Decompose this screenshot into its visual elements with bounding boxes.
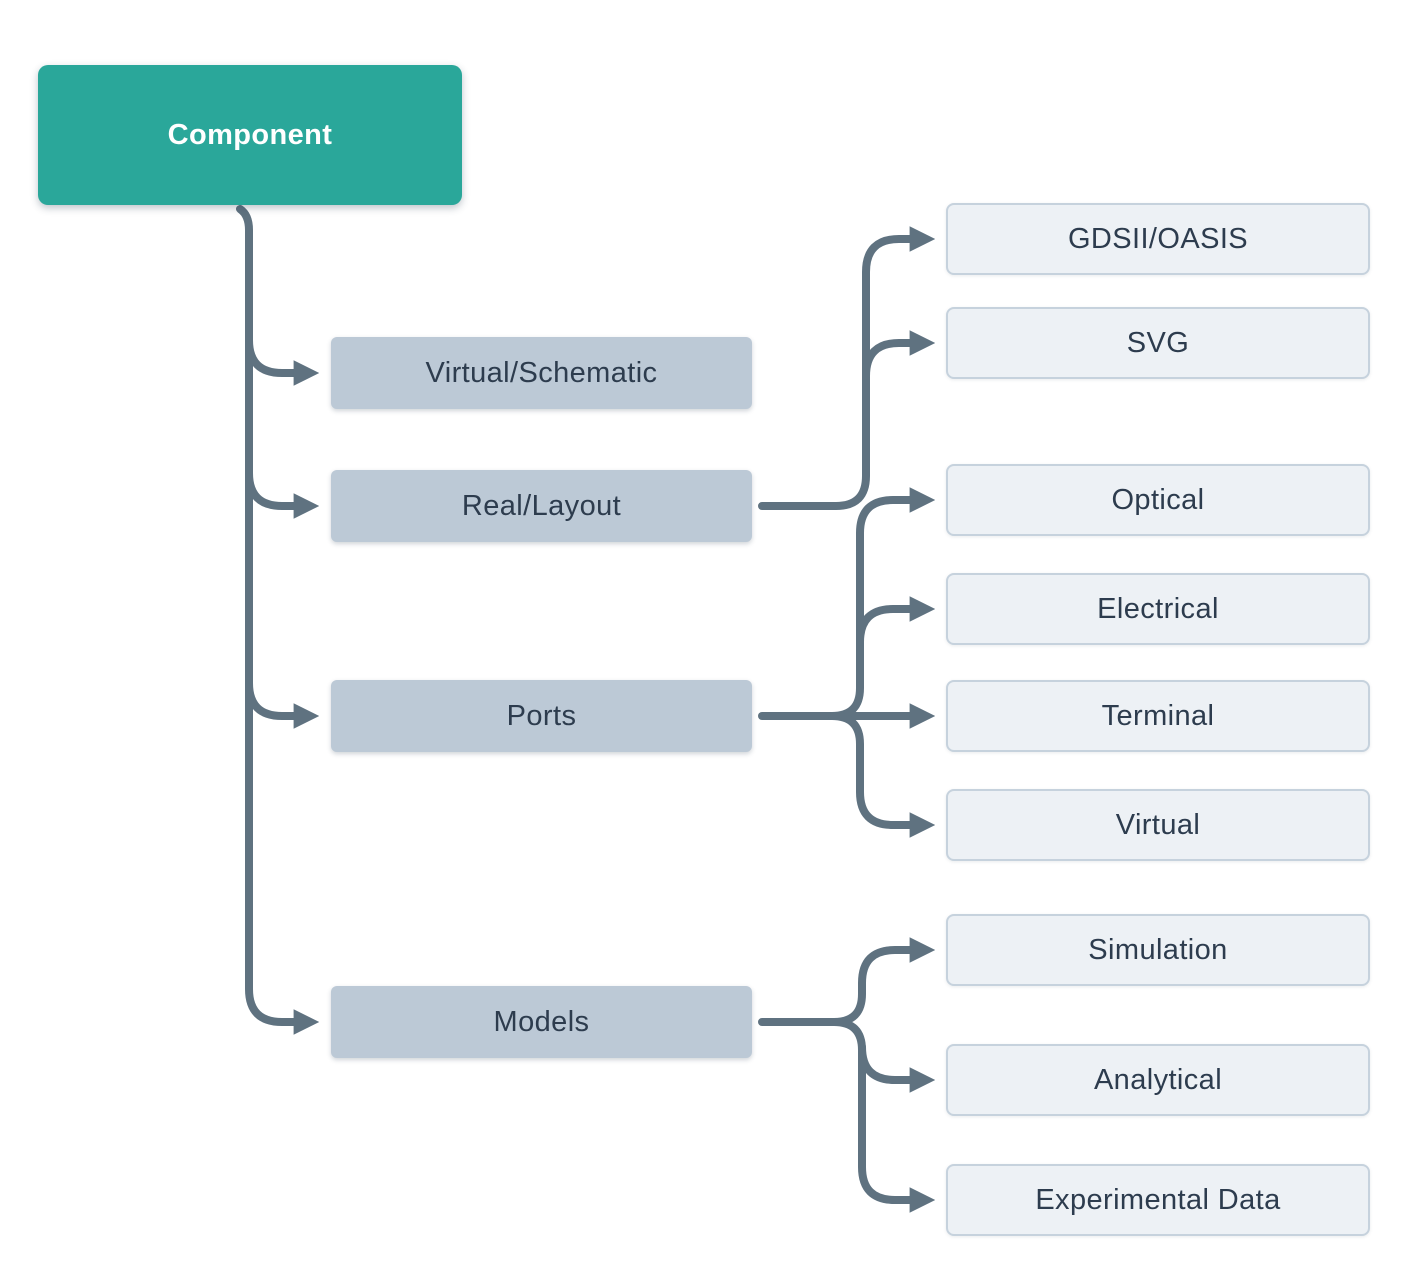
node-terminal-label: Terminal bbox=[1101, 699, 1215, 732]
node-optical: Optical bbox=[946, 464, 1370, 536]
node-electrical: Electrical bbox=[946, 573, 1370, 645]
connector-real-layout-gdsii bbox=[758, 226, 936, 510]
node-svg-label: SVG bbox=[1126, 326, 1190, 359]
node-gdsii-oasis: GDSII/OASIS bbox=[946, 203, 1370, 275]
connector-ports-electrical bbox=[856, 596, 936, 646]
node-component-label: Component bbox=[167, 118, 333, 151]
connector-ports-optical bbox=[828, 487, 936, 720]
connector-models-simulation bbox=[758, 937, 936, 1026]
connector-component-real-layout bbox=[245, 469, 320, 519]
node-terminal: Terminal bbox=[946, 680, 1370, 752]
node-virtual-schematic: Virtual/Schematic bbox=[331, 337, 752, 409]
node-simulation: Simulation bbox=[946, 914, 1370, 986]
connector-component-models bbox=[236, 205, 320, 1035]
node-models: Models bbox=[331, 986, 752, 1058]
node-analytical: Analytical bbox=[946, 1044, 1370, 1116]
node-electrical-label: Electrical bbox=[1097, 592, 1219, 625]
connector-models-analytical bbox=[858, 1043, 936, 1093]
node-optical-label: Optical bbox=[1111, 483, 1205, 516]
edge-ports-children bbox=[758, 487, 936, 838]
node-component: Component bbox=[38, 65, 462, 205]
node-svg: SVG bbox=[946, 307, 1370, 379]
node-real-layout: Real/Layout bbox=[331, 470, 752, 542]
node-experimental-data-label: Experimental Data bbox=[1035, 1183, 1281, 1216]
node-simulation-label: Simulation bbox=[1088, 933, 1228, 966]
node-ports: Ports bbox=[331, 680, 752, 752]
node-gdsii-oasis-label: GDSII/OASIS bbox=[1067, 222, 1249, 255]
connector-real-layout-svg bbox=[862, 330, 936, 380]
node-ports-label: Ports bbox=[506, 699, 577, 732]
node-models-label: Models bbox=[493, 1005, 590, 1038]
node-virtual: Virtual bbox=[946, 789, 1370, 861]
node-real-layout-label: Real/Layout bbox=[461, 489, 622, 522]
node-experimental-data: Experimental Data bbox=[946, 1164, 1370, 1236]
connector-component-virtual-schematic bbox=[245, 336, 320, 386]
edge-real-layout-children bbox=[758, 226, 936, 510]
connector-ports-virtual bbox=[828, 712, 936, 838]
connector-component-ports bbox=[245, 679, 320, 729]
edge-models-children bbox=[758, 937, 936, 1213]
node-virtual-schematic-label: Virtual/Schematic bbox=[425, 356, 658, 389]
node-virtual-label: Virtual bbox=[1115, 808, 1201, 841]
node-analytical-label: Analytical bbox=[1093, 1063, 1223, 1096]
connector-models-experimental bbox=[830, 1018, 936, 1213]
edge-component-children bbox=[236, 205, 320, 1035]
